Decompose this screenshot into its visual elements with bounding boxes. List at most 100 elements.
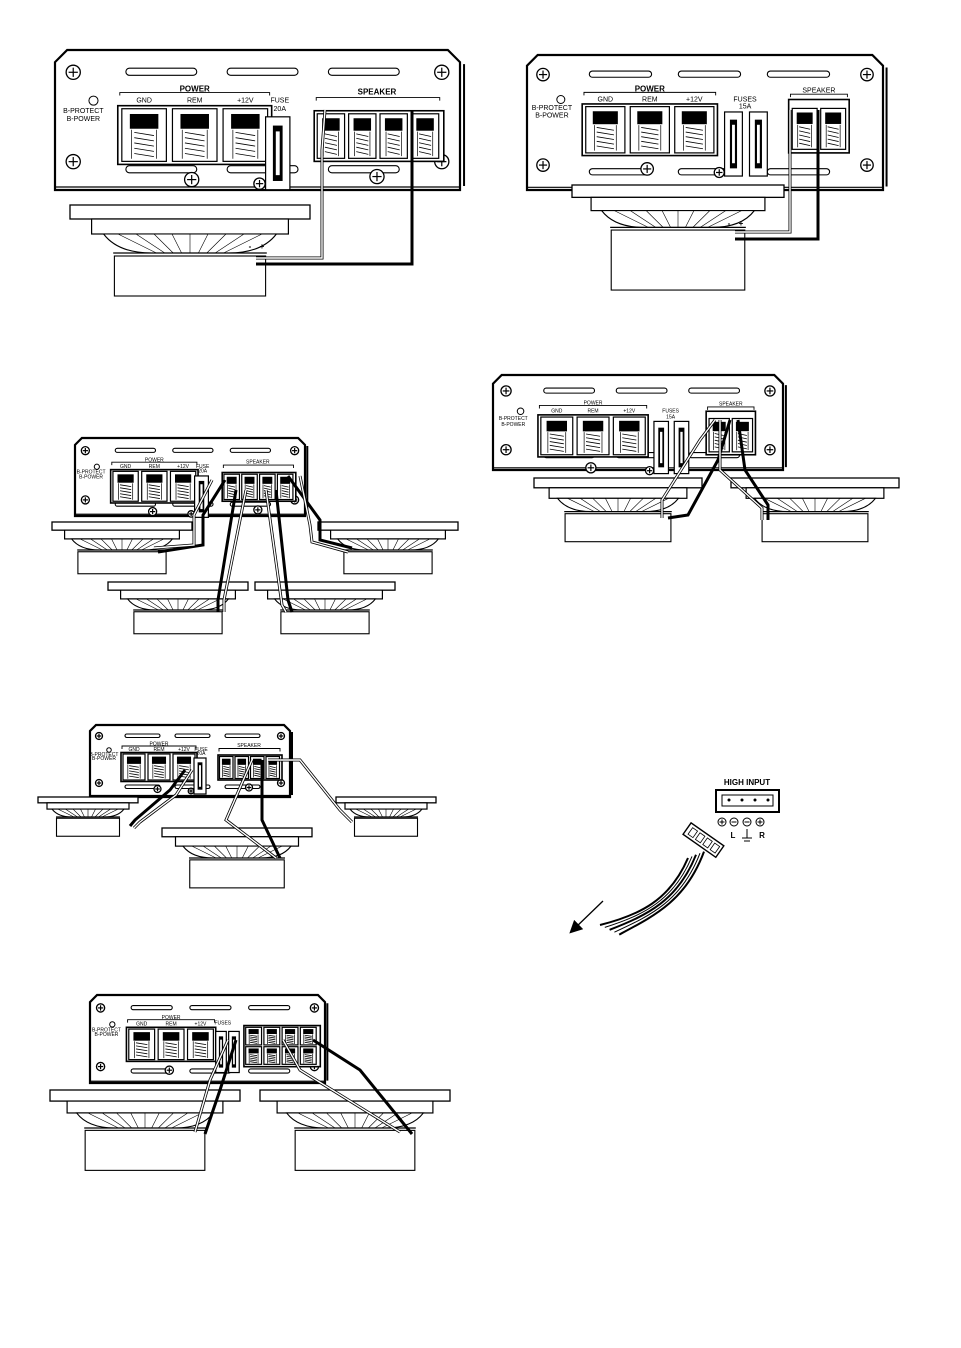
grey-wire — [256, 109, 327, 260]
rem-terminal — [147, 753, 171, 781]
speaker-magnet — [77, 551, 167, 575]
input-wire — [599, 857, 689, 926]
vent-slot — [124, 733, 161, 739]
fuses-label: FUSES — [733, 96, 757, 103]
v12-terminal — [612, 416, 646, 456]
plus-label: + — [739, 219, 744, 228]
speaker-gasket — [46, 802, 130, 810]
v12-label: +12V — [195, 1022, 207, 1028]
vent-slot — [766, 168, 831, 176]
screw-icon — [147, 506, 158, 517]
vent-slot — [174, 733, 211, 739]
protect-led-icon — [106, 747, 112, 753]
speaker-label: SPEAKER — [246, 459, 270, 465]
gnd-label: GND — [120, 464, 132, 470]
speaker-terminal — [245, 1046, 263, 1065]
vent-slot — [248, 1005, 291, 1011]
speaker-rim — [49, 1089, 241, 1102]
grey-wire — [298, 475, 349, 554]
speaker-terminal — [276, 473, 294, 501]
label-bracket — [127, 1019, 215, 1023]
v12-terminal — [674, 106, 715, 154]
label-bracket — [538, 405, 648, 409]
rem-terminal — [141, 470, 168, 502]
pin-icon — [740, 798, 744, 802]
rem-terminal — [576, 416, 610, 456]
speaker — [335, 796, 437, 837]
vent-slot — [224, 733, 261, 739]
label-bracket — [119, 92, 271, 96]
black-wire — [128, 769, 187, 827]
speaker-terminal — [348, 113, 377, 159]
speaker — [730, 477, 900, 543]
protect-label: B-PROTECT — [63, 108, 104, 115]
grey-wire — [660, 419, 717, 518]
vent-slot — [588, 70, 653, 78]
black-wire — [256, 110, 414, 266]
speaker-terminal — [791, 107, 818, 150]
black-wire — [312, 1038, 414, 1135]
screw-icon — [253, 177, 266, 190]
speaker-terminal — [410, 113, 440, 159]
vent-slot — [125, 165, 198, 174]
rem-terminal — [629, 106, 670, 154]
vent-slot — [677, 70, 742, 78]
pin-icon — [727, 798, 731, 802]
speaker-magnet — [133, 611, 223, 635]
power-label: POWER — [150, 742, 169, 748]
input-wire — [604, 856, 693, 928]
grey-wire — [193, 1039, 230, 1133]
fuse-icon — [265, 116, 291, 191]
speaker-rim — [51, 521, 193, 531]
grey-wire — [281, 1039, 401, 1134]
speaker — [161, 827, 313, 889]
power-label: POWER — [180, 85, 210, 94]
gnd-terminal — [128, 1028, 156, 1061]
fuses-rating-label: 15A — [739, 103, 752, 110]
rem-terminal — [171, 108, 218, 162]
grey-wire — [718, 420, 764, 520]
speaker-magnet — [84, 1129, 206, 1171]
input-wire — [609, 854, 697, 931]
screw-icon — [764, 443, 776, 456]
minus-label: - — [249, 242, 252, 251]
speaker-magnet — [353, 817, 419, 837]
v12-terminal — [169, 470, 197, 502]
speaker — [317, 521, 459, 575]
power-label: POWER — [145, 458, 164, 464]
label-bracket — [121, 745, 197, 749]
speaker-gasket — [330, 529, 447, 540]
v12-label: +12V — [237, 98, 254, 105]
speaker — [571, 184, 785, 291]
screw-icon — [65, 153, 81, 170]
fuse-icon — [748, 111, 768, 177]
high-input-left-label: L — [731, 831, 736, 840]
v12-label: +12V — [177, 464, 189, 470]
speaker-terminal — [263, 1046, 281, 1065]
label-bracket — [315, 97, 441, 101]
speaker-terminal — [223, 473, 241, 501]
gnd-terminal — [540, 416, 574, 456]
screw-icon — [713, 166, 725, 179]
fuse-rating-label: 20A — [274, 106, 287, 113]
vent-slot — [172, 447, 214, 453]
vent-slot — [248, 1068, 291, 1074]
speaker — [254, 581, 396, 635]
speaker-rim — [259, 1089, 451, 1102]
protect-led-icon — [516, 407, 525, 416]
input-wire — [618, 851, 705, 936]
plus-label: + — [260, 242, 265, 251]
rem-label: REM — [166, 1022, 177, 1028]
label-bracket — [218, 748, 281, 752]
v12-terminal — [222, 108, 269, 162]
screw-icon — [153, 784, 162, 794]
screw-icon — [585, 462, 597, 474]
protect-led-icon — [556, 94, 566, 105]
label-bracket — [707, 406, 755, 410]
speaker-terminal — [820, 107, 847, 150]
